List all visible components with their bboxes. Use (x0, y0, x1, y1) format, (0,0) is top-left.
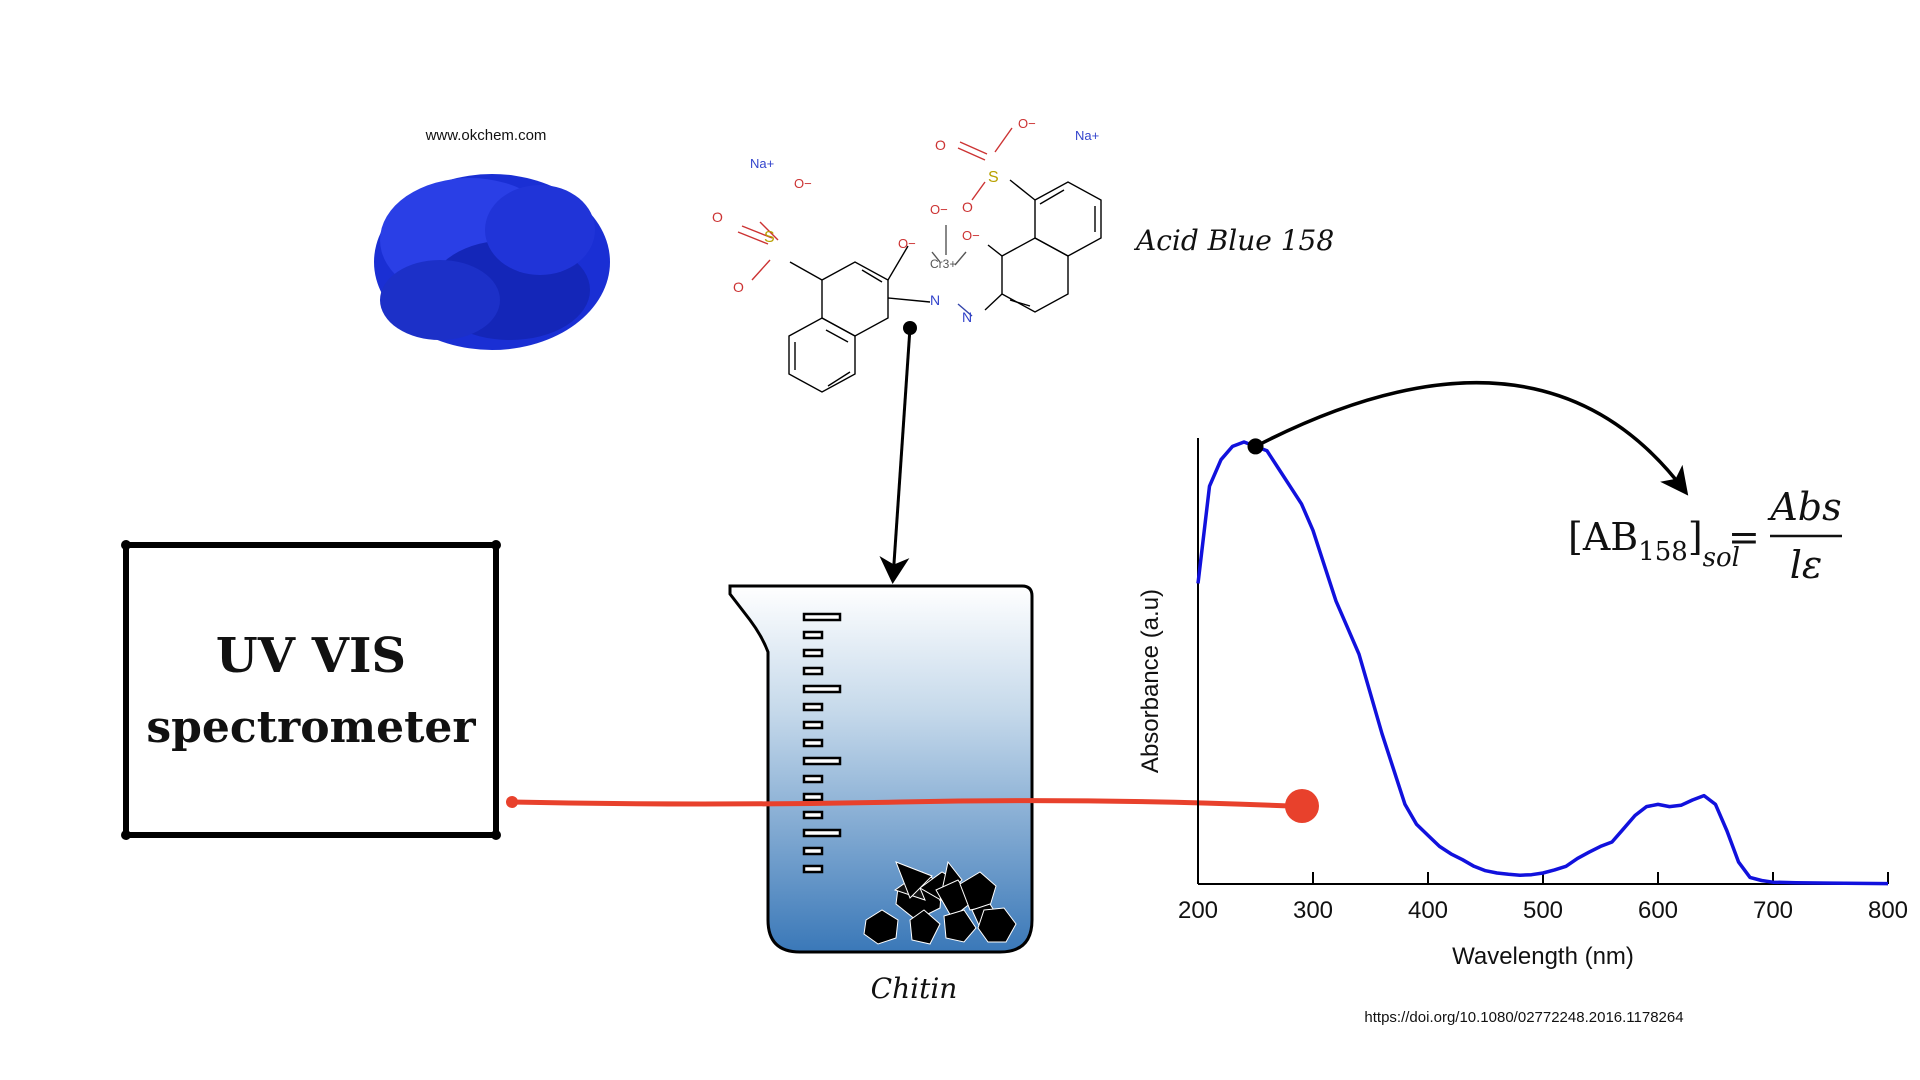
concentration-equation: [AB158]sol = Abs lε (1568, 485, 1842, 587)
cr-label: Cr3+ (930, 257, 956, 271)
o-minus-right-label: O− (1018, 116, 1036, 131)
equation-equals: = (1728, 515, 1760, 559)
equation-lhs-subscript: sol (1703, 543, 1740, 573)
uv-vis-spectrometer-box: UV VIS spectrometer (121, 540, 501, 840)
light-beam (506, 789, 1319, 823)
beaker-tick (802, 612, 842, 622)
s-left-label: S (764, 229, 775, 246)
beaker-tick (802, 666, 824, 676)
svg-text:[AB158]sol: [AB158]sol (1568, 515, 1740, 573)
beaker-label: Chitin (871, 972, 958, 1005)
molecule-name: Acid Blue 158 (1133, 224, 1334, 257)
equation-lhs-sub: 158 (1638, 537, 1688, 567)
o-right-label: O (935, 137, 946, 153)
o-left-label: O (712, 209, 723, 225)
light-beam-end-dot (1285, 789, 1319, 823)
beaker-tick (802, 864, 824, 874)
o-minus-left-label: O− (794, 176, 812, 191)
instrument-line1: UV VIS (216, 628, 406, 684)
blue-powder-pile (374, 174, 610, 350)
x-tick-label: 800 (1868, 897, 1908, 924)
beaker-tick (802, 846, 824, 856)
o-left-lower-label: O (733, 279, 744, 295)
na-right-label: Na+ (1075, 128, 1099, 143)
powder-image: www.okchem.com (374, 127, 610, 350)
doi-reference: https://doi.org/10.1080/02772248.2016.11… (1364, 1009, 1683, 1026)
powder-source-label: www.okchem.com (425, 127, 547, 144)
beaker-tick (802, 720, 824, 730)
x-tick-label: 600 (1638, 897, 1678, 924)
x-axis-ticks: 200 300 400 500 600 700 800 (1178, 872, 1908, 924)
chitin-crystals (863, 860, 1017, 945)
left-ring-lower (788, 317, 856, 393)
o-minus-phenol-left-label: O− (898, 236, 916, 251)
absorbance-spectrum-line (1196, 440, 1889, 886)
x-tick-label: 200 (1178, 897, 1218, 924)
o-minus-cr-label: O− (930, 202, 948, 217)
left-ring-upper (821, 261, 889, 337)
na-left-label: Na+ (750, 156, 774, 171)
beaker-tick (802, 810, 824, 820)
molecule-to-beaker-arrow (879, 327, 912, 584)
x-tick-label: 500 (1523, 897, 1563, 924)
equation-denominator: lε (1790, 543, 1823, 587)
x-tick-label: 700 (1753, 897, 1793, 924)
o-right-lower-label: O (962, 199, 973, 215)
beaker-tick (802, 828, 842, 838)
beaker-tick (802, 648, 824, 658)
beaker-tick (802, 756, 842, 766)
o-minus-phenol-right-label: O− (962, 228, 980, 243)
beaker-tick (802, 702, 824, 712)
equation-numerator: Abs (1767, 485, 1841, 529)
beaker-tick (802, 684, 842, 694)
equation-lhs-main: [AB (1568, 515, 1638, 559)
absorbance-chart: 200 300 400 500 600 700 800 Wavelength (nm) Ab… (1137, 380, 1908, 970)
beaker-graduation-marks (802, 612, 842, 874)
instrument-line2: spectrometer (146, 702, 476, 753)
x-axis-label: Wavelength (nm) (1452, 943, 1634, 970)
acid-blue-158-structure (737, 127, 1102, 393)
molecule-atom-labels: Na+ Na+ S S O− O− O− O− O− O O O O Cr3+ … (712, 116, 1099, 325)
beaker-tick (802, 774, 824, 784)
beaker-body (728, 584, 1034, 954)
x-tick-label: 300 (1293, 897, 1333, 924)
beaker-tick (802, 630, 824, 640)
light-beam-start-dot (506, 796, 518, 808)
beaker-tick (802, 792, 824, 802)
n-left-label: N (930, 292, 940, 308)
s-right-label: S (988, 169, 999, 186)
peak-to-equation-arrow (1254, 380, 1689, 496)
beaker-tick (802, 738, 824, 748)
n-right-label: N (962, 309, 972, 325)
equation-lhs-close: ] (1688, 515, 1703, 559)
y-axis-label: Absorbance (a.u) (1137, 589, 1164, 773)
beaker: Chitin (728, 584, 1034, 1005)
x-tick-label: 400 (1408, 897, 1448, 924)
right-ring-upper (1034, 181, 1102, 257)
